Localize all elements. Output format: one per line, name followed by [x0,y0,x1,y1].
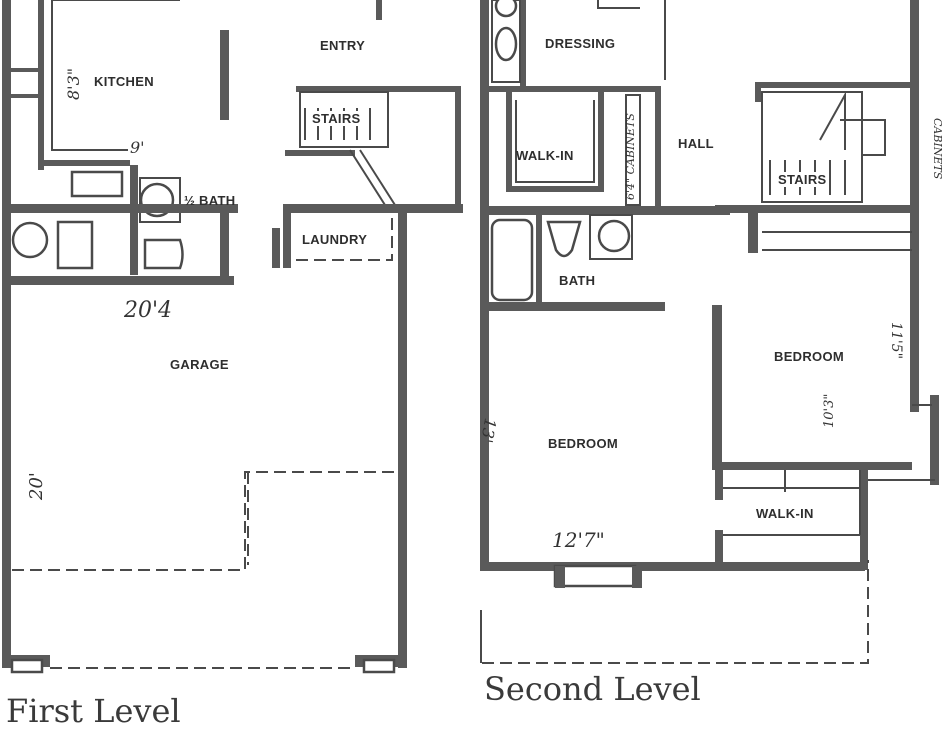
first-level-right-wall [398,206,407,668]
garage-top-wall [2,204,238,213]
kitchen-shelf [10,68,44,72]
stairs2-box [761,91,863,203]
walk-in-2-label: WALK-IN [756,506,814,521]
first-level-left-wall [2,0,11,668]
first-level-plan [2,0,463,674]
first-level-title: First Level [6,692,181,730]
garage-post-right-inner [362,658,396,674]
half-bath-right-wall [220,210,229,278]
garage-post-left-inner [10,658,44,674]
laundry-door-wall [272,228,280,268]
kitchen-width-dimension: 9' [130,138,145,157]
second-level-title: Second Level [484,670,701,708]
dressing-vanity [491,0,521,83]
window-post-left [555,566,565,588]
dressing-left-wall [520,0,526,86]
bath-bottom-wall [485,302,665,311]
second-level-bottom-wall [480,562,865,571]
stairs-right-wall [455,86,461,212]
walk-in-1-label: WALK-IN [516,148,574,163]
hall-cabinet [625,94,641,206]
deck-outline [482,560,869,664]
stairs2-left-wall [755,82,761,102]
entry-wall-top [376,0,382,20]
kitchen-wall [38,0,44,170]
garage-inner-wall [2,276,234,285]
garage-width-dimension: 20'4 [124,298,173,323]
walkin2-shelf [722,470,861,536]
washer [11,221,49,259]
bath-label: BATH [559,273,596,288]
bedroom2-left-wall [712,305,722,470]
bedroom2-closet [762,231,912,251]
laundry-outline [296,218,393,261]
window-post-right [632,566,642,588]
laundry-label: LAUNDRY [302,232,368,247]
stairs-label-first: STAIRS [312,111,361,126]
kitchen-entry-wall [220,30,229,120]
half-bath-label: ½ BATH [184,193,236,208]
garage-label: GARAGE [170,357,229,372]
walkin1-left-wall [506,92,512,190]
half-bath-counter [139,177,181,223]
stairs-left-wall [285,150,355,156]
garage-top-wall-right [283,204,463,213]
kitchen-cabinet-line [51,0,128,151]
hall-wall [655,86,661,212]
second-level-left-wall [480,0,489,570]
bedroom1-window [553,564,637,588]
dressing-bottom-wall [488,86,658,92]
walkin2-left-wall [715,470,723,500]
half-bath-left-wall [130,165,138,275]
bath-top-wall [480,206,730,215]
walkin1-bottom-wall [506,186,604,192]
dryer [56,220,94,270]
bath-tub [490,218,534,302]
stairs2-bottom-wall [715,205,915,213]
kitchen-counter-wall [44,160,130,166]
bedroom-2-depth-dimension: 11'5" [888,322,904,360]
cabinets-right-label: CABINETS [931,118,942,180]
bump-outline [868,404,935,481]
dressing-sink-1 [494,26,518,62]
laundry-left-wall [283,213,291,268]
bedroom-1-label: BEDROOM [548,436,618,451]
walkin2-left-wall-lower [715,530,723,562]
dressing-closet [597,0,666,80]
garage-depth-dimension: 20' [26,472,47,500]
bedroom-2-width-dimension: 10'3" [822,393,837,428]
hall-label: HALL [678,136,714,151]
bedroom2-door-wall [748,213,758,253]
stairs-label-second: STAIRS [778,172,827,187]
stairs2-arrow [819,91,886,156]
dressing-sink-2 [494,0,518,18]
entry-label: ENTRY [320,38,366,53]
stairs-top-wall [296,86,461,92]
hall-cabinets-dimension: 6'4" CABINETS [624,113,637,200]
bedroom-2-label: BEDROOM [774,349,844,364]
second-level-right-lower-wall [860,470,868,570]
kitchen-depth-dimension: 8'3" [64,67,83,100]
kitchen-appliance [70,170,124,198]
half-bath-toilet [143,238,184,270]
kitchen-label: KITCHEN [94,74,154,89]
stairs-diagonal [349,149,396,206]
bath-vanity [589,214,633,260]
dressing-label: DRESSING [545,36,616,51]
bath-tub-wall [536,215,542,305]
walkin1-right-wall [598,92,604,190]
second-level-bump-wall [930,395,939,485]
walkin1-shelf [515,100,595,183]
stairs-box [299,91,389,148]
bedroom2-bottom-wall [712,462,912,470]
stairs2-top-wall [755,82,915,88]
bath-sink [597,219,631,253]
kitchen-shelf-2 [10,94,44,98]
second-level-plan [480,0,939,664]
bedroom-1-width-dimension: 12'7" [552,528,605,552]
bath-toilet [546,220,582,258]
garage-parking-line [12,471,396,571]
